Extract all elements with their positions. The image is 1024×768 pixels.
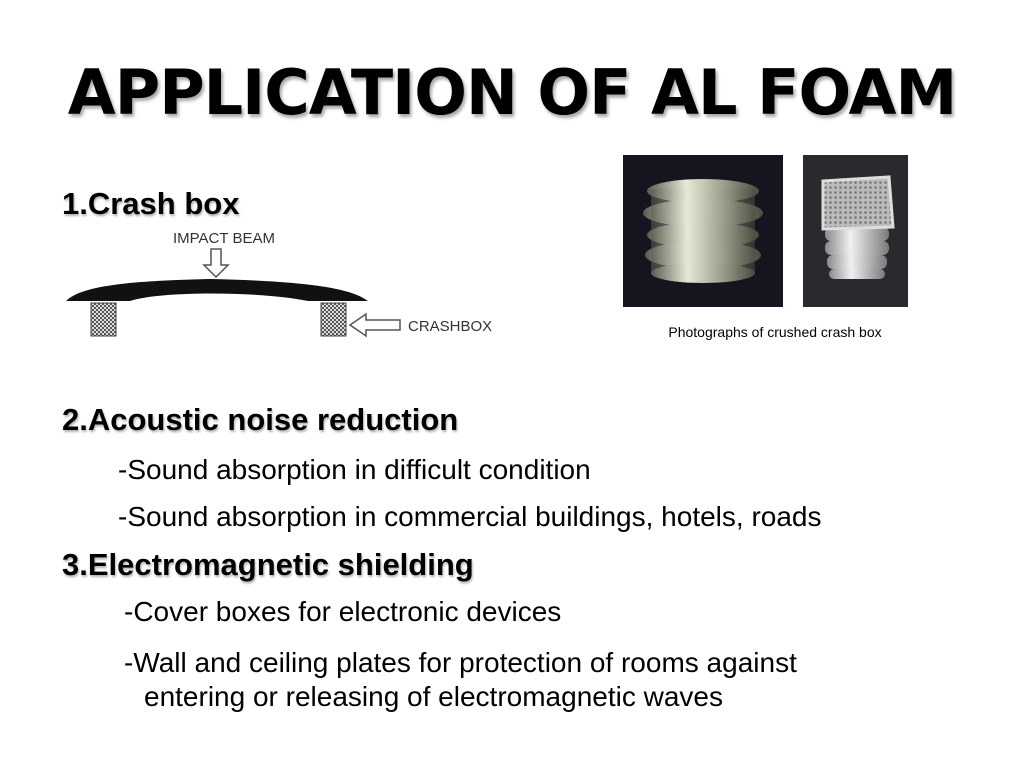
acoustic-bullet: -Sound absorption in difficult condition [118,454,591,485]
heading-acoustic-noise-reduction: 2.Acoustic noise reduction [62,402,459,437]
crashbox-arrow-icon [348,312,401,338]
acoustic-bullet: -Sound absorption in commercial building… [118,501,822,532]
em-bullet: -Cover boxes for electronic devices [124,596,562,627]
crashbox-label: CRASHBOX [408,318,492,335]
impact-beam-shape [66,279,368,301]
crushed-crash-box-photo-1 [623,155,783,307]
em-bullet-line-continued: entering or releasing of electromagnetic… [144,681,723,712]
em-bullet-line: -Wall and ceiling plates for protection … [124,647,797,678]
slide-title: APPLICATION OF AL FOAM [67,56,957,129]
photos-caption: Photographs of crushed crash box [668,324,882,340]
impact-beam-label: IMPACT BEAM [173,230,275,247]
impact-arrow-icon [202,248,230,279]
crashbox-left [90,302,117,337]
crashbox-right [320,302,347,337]
em-bullet: -Wall and ceiling plates for protection … [124,646,797,714]
heading-electromagnetic-shielding: 3.Electromagnetic shielding [62,547,474,582]
crash-box-diagram: IMPACT BEAM CRASHBOX [66,230,492,338]
crushed-crash-box-photo-2 [803,155,908,307]
heading-crash-box: 1.Crash box [62,186,240,221]
